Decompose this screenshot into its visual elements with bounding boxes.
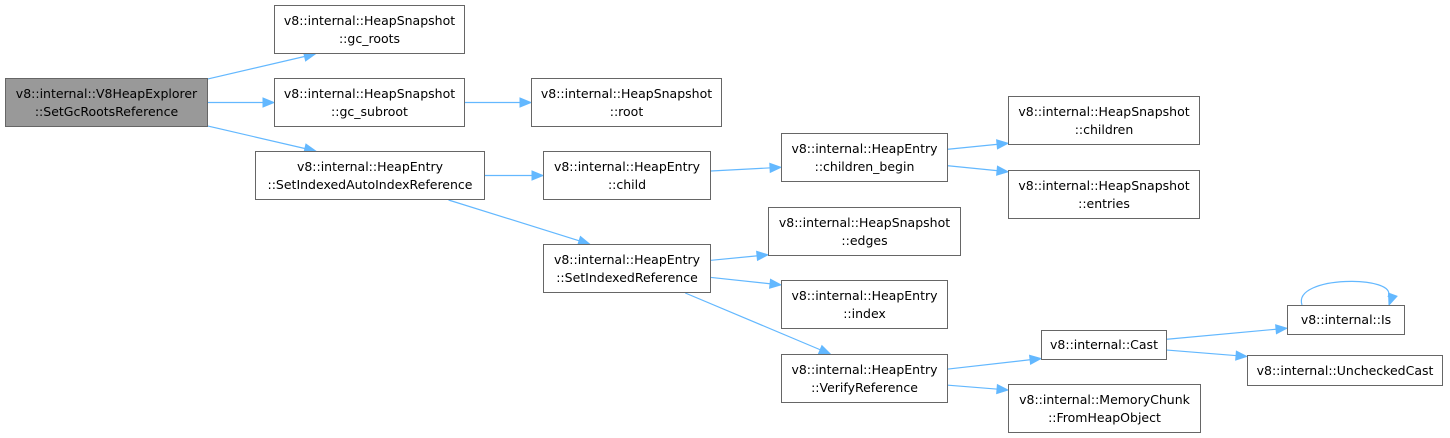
edge-arrowhead — [262, 97, 276, 108]
edge-self-loop — [1301, 280, 1390, 306]
node-line: v8::internal::HeapSnapshot — [778, 214, 951, 230]
edge-arrowhead — [1388, 292, 1398, 307]
node-line: ::children_begin — [814, 158, 915, 174]
node-line: v8::internal::HeapEntry — [791, 287, 938, 303]
edge-line — [947, 359, 1032, 370]
edge-line — [710, 167, 772, 172]
edge-line — [1166, 349, 1238, 357]
node-line: v8::internal::HeapEntry — [791, 140, 938, 156]
node-heapentry-verifyreference[interactable]: v8::internal::HeapEntry ::VerifyReferenc… — [781, 354, 948, 403]
node-heapsnapshot-root[interactable]: v8::internal::HeapSnapshot ::root — [531, 78, 722, 127]
node-line: ::SetGcRootsReference — [34, 103, 179, 119]
node-line: ::SetIndexedAutoIndexReference — [267, 176, 473, 192]
node-uncheckedcast[interactable]: v8::internal::UncheckedCast — [1247, 355, 1443, 386]
edge-arrowhead — [1275, 324, 1289, 335]
node-cast[interactable]: v8::internal::Cast — [1041, 330, 1167, 360]
node-line: v8::internal::HeapSnapshot — [540, 85, 713, 101]
node-line: ::gc_subroot — [331, 103, 408, 119]
edge-line — [947, 143, 999, 150]
edge-line — [207, 125, 307, 150]
node-line: v8::internal::HeapEntry — [553, 158, 701, 174]
edge-arrowhead — [996, 165, 1010, 176]
edge-arrowhead — [996, 139, 1010, 150]
node-v8heapexplorer-setgcrootsreference[interactable]: v8::internal::V8HeapExplorer ::SetGcRoot… — [5, 78, 208, 127]
node-line: ::entries — [1078, 195, 1130, 211]
node-line: ::child — [607, 176, 647, 192]
edge-line — [448, 199, 581, 242]
edge-arrowhead — [1235, 350, 1249, 361]
node-line: v8::internal::V8HeapExplorer — [15, 85, 198, 101]
edge-line — [947, 165, 999, 172]
node-heapentry-index[interactable]: v8::internal::HeapEntry ::index — [781, 280, 948, 329]
node-line: ::SetIndexedReference — [556, 269, 698, 285]
edge-arrowhead — [996, 383, 1010, 395]
edge-line — [947, 384, 999, 390]
node-heapentry-child[interactable]: v8::internal::HeapEntry ::child — [543, 151, 711, 200]
node-line: v8::internal::HeapEntry — [553, 251, 701, 267]
edge-line — [710, 255, 759, 261]
node-line: v8::internal::HeapSnapshot — [1018, 103, 1190, 119]
edge-arrowhead — [531, 170, 545, 181]
node-heapentry-setindexedautoindexreference[interactable]: v8::internal::HeapEntry ::SetIndexedAuto… — [255, 151, 485, 200]
node-heapentry-setindexedreference[interactable]: v8::internal::HeapEntry ::SetIndexedRefe… — [543, 244, 711, 293]
node-line: ::gc_roots — [338, 30, 401, 46]
node-line: v8::internal::HeapEntry — [296, 158, 444, 174]
node-line: v8::internal::MemoryChunk — [1019, 391, 1190, 407]
node-line: ::root — [609, 103, 644, 119]
node-line: v8::internal::HeapSnapshot — [283, 85, 456, 101]
node-line: ::VerifyReference — [811, 379, 918, 395]
node-heapsnapshot-entries[interactable]: v8::internal::HeapSnapshot ::entries — [1008, 170, 1200, 219]
node-line: v8::internal::HeapSnapshot — [283, 12, 456, 28]
node-heapsnapshot-gc-subroot[interactable]: v8::internal::HeapSnapshot ::gc_subroot — [274, 78, 465, 127]
node-line: ::edges — [841, 232, 888, 248]
node-line: ::index — [843, 305, 886, 321]
node-heapsnapshot-children[interactable]: v8::internal::HeapSnapshot ::children — [1008, 96, 1200, 145]
edge-arrowhead — [756, 250, 770, 262]
node-line: v8::internal::Is — [1300, 312, 1392, 327]
node-line: v8::internal::HeapSnapshot — [1018, 177, 1190, 193]
node-line: v8::internal::HeapEntry — [791, 361, 938, 377]
node-heapsnapshot-edges[interactable]: v8::internal::HeapSnapshot ::edges — [768, 207, 961, 256]
edge-line — [1166, 328, 1278, 340]
node-heapsnapshot-gc-roots[interactable]: v8::internal::HeapSnapshot ::gc_roots — [274, 5, 465, 54]
edge-arrowhead — [817, 344, 832, 355]
node-is[interactable]: v8::internal::Is — [1287, 305, 1405, 335]
node-line: ::FromHeapObject — [1048, 409, 1161, 425]
edge-line — [207, 55, 306, 80]
node-line: v8::internal::Cast — [1050, 337, 1158, 352]
edge-arrowhead — [769, 278, 783, 289]
edge-arrowhead — [519, 97, 533, 108]
node-heapentry-children-begin[interactable]: v8::internal::HeapEntry ::children_begin — [781, 133, 948, 182]
edge-arrowhead — [769, 162, 783, 174]
edge-line — [710, 276, 772, 285]
node-memorychunk-fromheapobject[interactable]: v8::internal::MemoryChunk ::FromHeapObje… — [1008, 384, 1201, 433]
node-line: v8::internal::UncheckedCast — [1256, 362, 1434, 378]
edge-arrowhead — [1028, 354, 1043, 366]
edge-line — [685, 292, 822, 351]
node-line: ::children — [1074, 121, 1134, 137]
